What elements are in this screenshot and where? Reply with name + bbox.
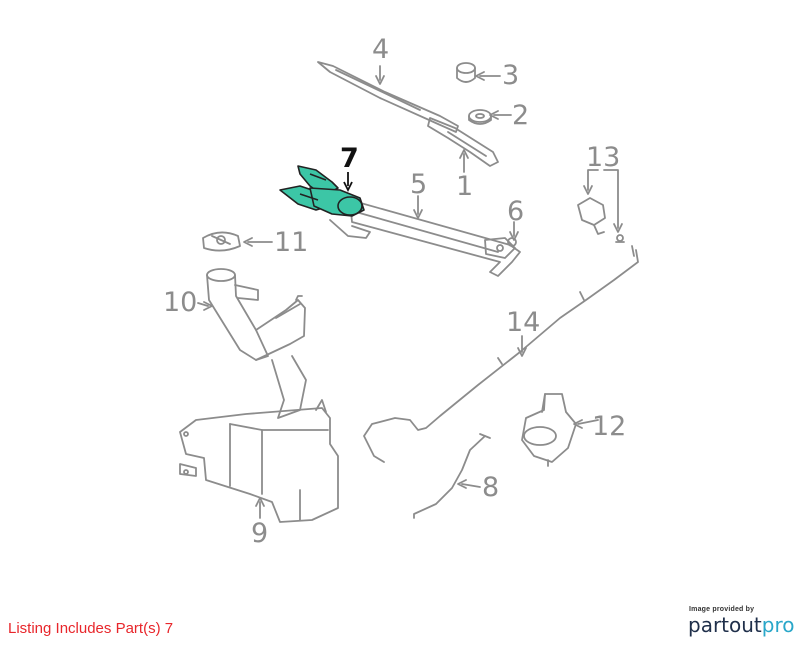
listing-note: Listing Includes Part(s) 7	[8, 620, 174, 637]
label-part-5: 5	[410, 169, 428, 200]
leader-lines	[197, 65, 623, 519]
label-part-7: 7	[340, 143, 359, 174]
label-part-10: 10	[163, 287, 198, 318]
label-part-2: 2	[512, 100, 530, 131]
label-part-12: 12	[592, 411, 627, 442]
wiper-motor-part-highlighted	[279, 165, 365, 217]
wiper-arm-part	[427, 117, 499, 167]
washer-nozzle-part	[577, 197, 625, 243]
label-part-14: 14	[506, 307, 541, 338]
label-part-9: 9	[251, 518, 269, 549]
nut-part	[468, 109, 492, 125]
label-part-3: 3	[502, 60, 520, 91]
label-part-8: 8	[482, 472, 500, 503]
washer-reservoir-part	[179, 355, 339, 523]
partoutpro-logo: partoutpro	[688, 613, 795, 637]
nut-cap-part	[456, 62, 476, 83]
hose-part	[413, 433, 491, 519]
label-part-4: 4	[372, 34, 390, 65]
washer-hose-part	[363, 245, 639, 463]
filler-neck-part	[206, 268, 306, 361]
label-part-13: 13	[586, 142, 621, 173]
logo-text-partout: partout	[688, 613, 762, 637]
washer-pump-part	[521, 393, 577, 467]
label-part-11: 11	[274, 227, 309, 258]
wiper-linkage-part	[329, 199, 521, 277]
label-part-1: 1	[456, 171, 474, 202]
label-part-6: 6	[507, 196, 525, 227]
logo-text-pro: pro	[761, 613, 795, 637]
image-credit-text: Image provided by	[689, 606, 755, 613]
reservoir-cap-part	[202, 231, 241, 252]
